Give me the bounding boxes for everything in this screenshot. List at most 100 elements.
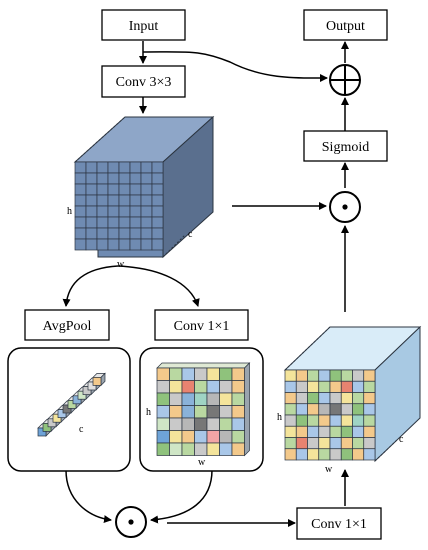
out-cell: [329, 392, 342, 405]
grid-cell: [107, 194, 120, 207]
out-cell: [284, 448, 297, 461]
grid-cell: [85, 183, 98, 196]
avgpool-block: AvgPool: [24, 309, 110, 341]
grid-cell: [96, 238, 109, 251]
grid-cell: [140, 183, 153, 196]
grid-cell: [118, 194, 131, 207]
bar-cell: [37, 427, 47, 437]
out-cell: [307, 425, 320, 438]
grid-cell: [129, 194, 142, 207]
grid-cell: [85, 216, 98, 229]
map-cell: [231, 367, 245, 381]
out-cell: [352, 425, 365, 438]
map-cell: [194, 392, 208, 406]
grid-cell: [96, 172, 109, 185]
main-c-label: c: [188, 229, 193, 240]
bar-cell: [92, 377, 102, 386]
grid-cell: [107, 205, 120, 218]
out-cell: [318, 437, 331, 450]
out-cell: [318, 369, 331, 382]
grid-cell: [96, 227, 109, 240]
output-cube: h w c: [277, 325, 422, 475]
grid-cell: [74, 172, 87, 185]
conv-w-label: w: [198, 457, 206, 468]
map-top: [156, 362, 251, 369]
out-cell: [284, 437, 297, 450]
map-cell: [156, 405, 170, 419]
grid-cell: [151, 205, 164, 218]
out-cell: [295, 392, 308, 405]
grid-cell: [74, 238, 87, 251]
grid-cell: [129, 216, 142, 229]
grid-cell: [85, 227, 98, 240]
add-operator: [329, 64, 361, 96]
grid-cell: [118, 227, 131, 240]
out-cell: [307, 380, 320, 393]
map-cell: [219, 417, 233, 431]
grid-cell: [107, 227, 120, 240]
grid-cell: [107, 216, 120, 229]
out-cell: [318, 403, 331, 416]
out-cell: [340, 403, 353, 416]
out-cell: [363, 392, 376, 405]
map-cell: [206, 442, 220, 456]
grid-cell: [85, 194, 98, 207]
map-cell: [169, 430, 183, 444]
out-cell: [284, 380, 297, 393]
out-cell: [363, 437, 376, 450]
out-cell: [352, 414, 365, 427]
out-cell: [307, 437, 320, 450]
map-side: [244, 362, 250, 457]
grid-cell: [140, 227, 153, 240]
grid-cell: [74, 216, 87, 229]
map-cell: [169, 442, 183, 456]
map-cell: [231, 392, 245, 406]
grid-cell: [151, 238, 164, 251]
out-cell: [284, 369, 297, 382]
grid-cell: [151, 183, 164, 196]
grid-cell: [140, 194, 153, 207]
output-grid: [284, 369, 376, 461]
map-cell: [206, 380, 220, 394]
grid-cell: [74, 205, 87, 218]
out-cell: [284, 403, 297, 416]
map-cell: [219, 405, 233, 419]
out-cell: [340, 448, 353, 461]
grid-cell: [85, 161, 98, 174]
bar-cell: [82, 386, 92, 395]
map-cell: [206, 367, 220, 381]
out-cell: [307, 403, 320, 416]
out-cell: [318, 448, 331, 461]
bar-cell: [52, 413, 62, 423]
out-cell: [318, 380, 331, 393]
map-cell: [169, 367, 183, 381]
grid-cell: [74, 183, 87, 196]
map-cell: [231, 442, 245, 456]
map-cell: [231, 430, 245, 444]
out-cell: [295, 437, 308, 450]
grid-cell: [118, 183, 131, 196]
grid-cell: [96, 216, 109, 229]
conv1-bottom-label: Conv 1×1: [311, 517, 367, 532]
out-cell: [352, 369, 365, 382]
grid-cell: [151, 161, 164, 174]
conv1-top-block: Conv 1×1: [154, 309, 249, 341]
map-cell: [219, 430, 233, 444]
grid-cell: [129, 172, 142, 185]
map-cell: [206, 405, 220, 419]
out-cell: [352, 392, 365, 405]
grid-cell: [129, 205, 142, 218]
map-cell: [156, 392, 170, 406]
bar-cell: [42, 423, 52, 432]
grid-cell: [74, 227, 87, 240]
out-cell: [284, 392, 297, 405]
spatial-attention-map: h w: [146, 362, 251, 468]
grid-cell: [140, 161, 153, 174]
map-cell: [181, 367, 195, 381]
out-cell: [363, 380, 376, 393]
grid-cell: [140, 216, 153, 229]
pool-c-label: c: [79, 424, 84, 435]
out-cell: [340, 369, 353, 382]
edge-pool-mul: [65, 469, 112, 524]
grid-cell: [85, 205, 98, 218]
